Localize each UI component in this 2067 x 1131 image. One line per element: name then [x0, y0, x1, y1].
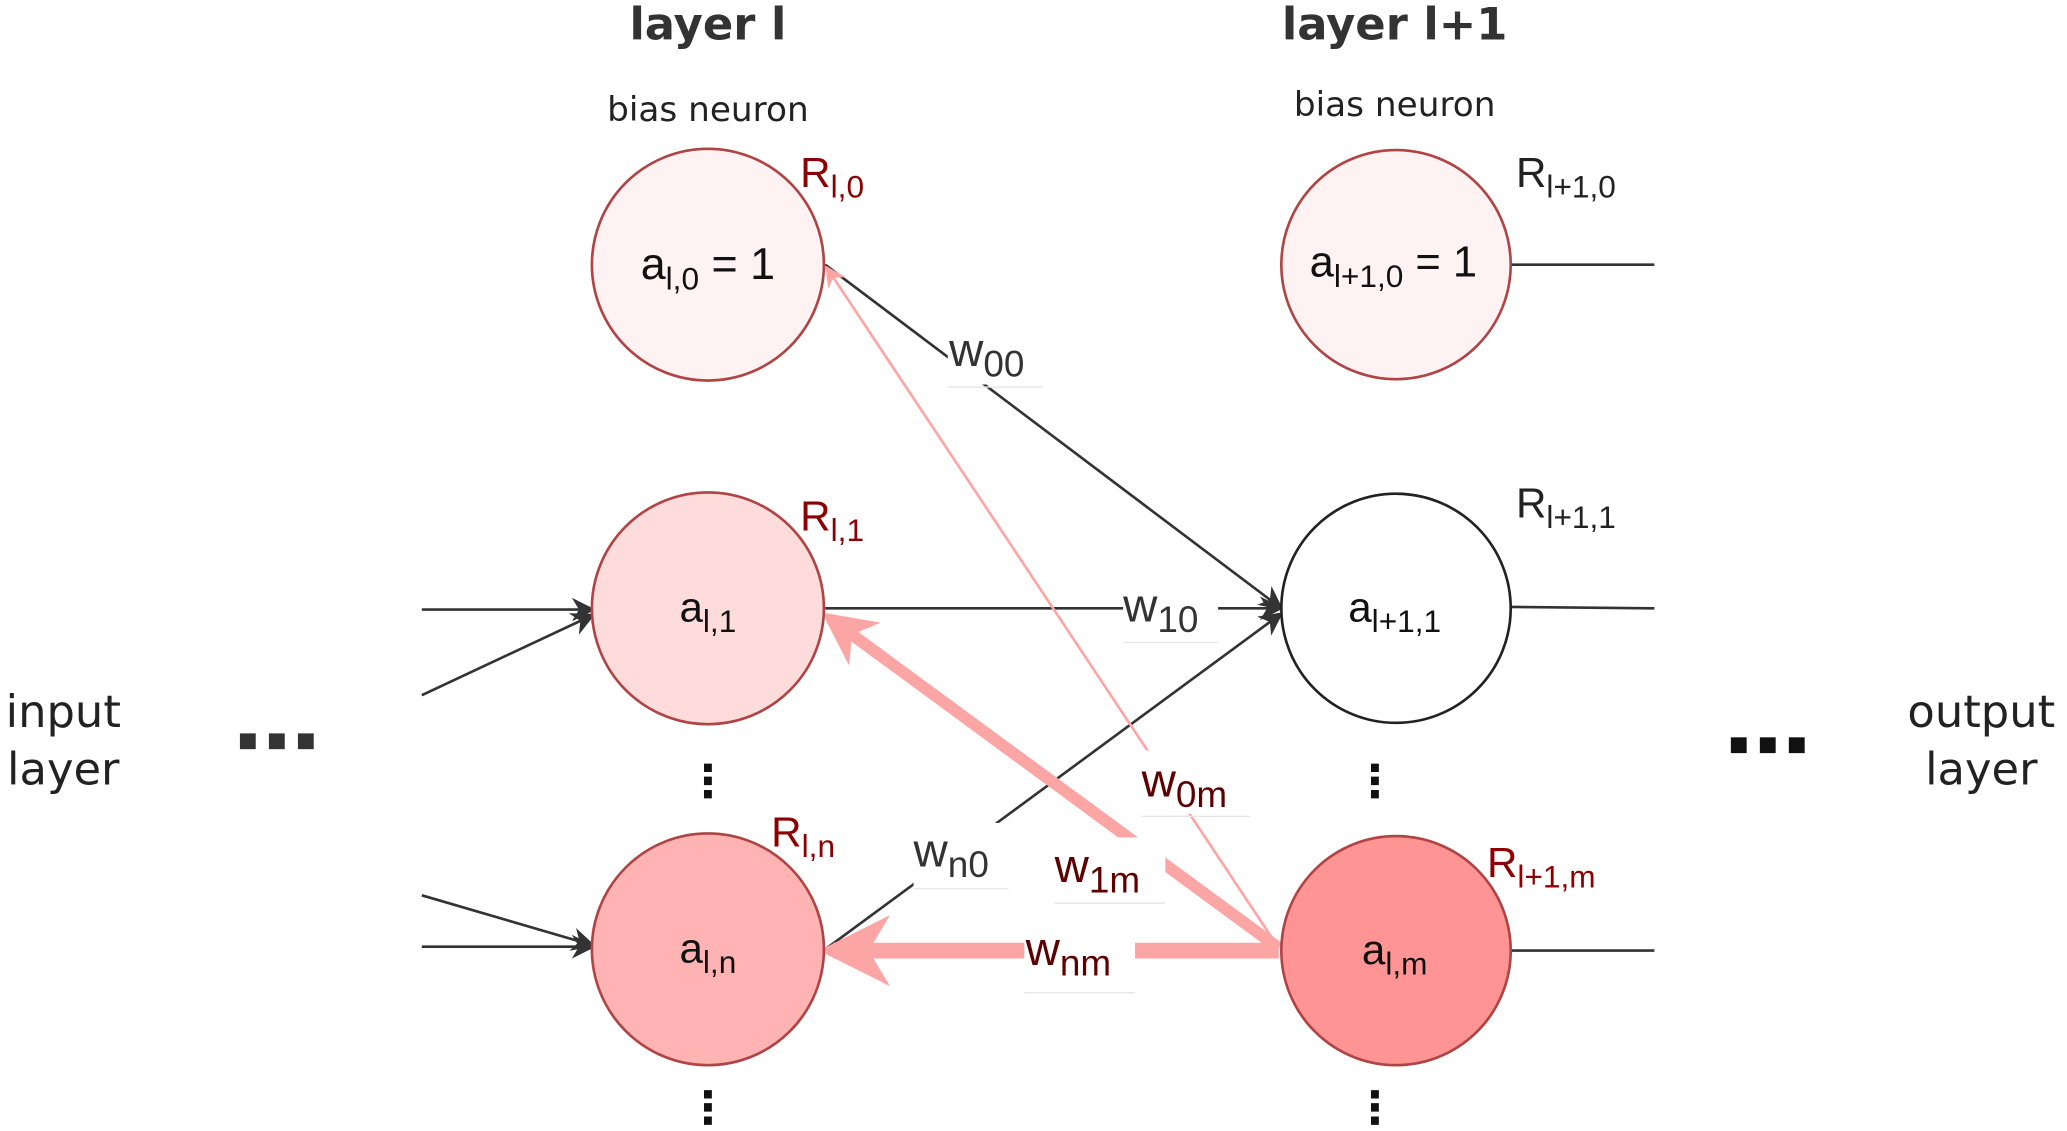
input-layer-label-1: input — [6, 685, 121, 738]
edge-w00 — [824, 263, 1284, 610]
output-layer-label-1: output — [1907, 685, 2055, 738]
input-edge — [421, 613, 596, 697]
neuron-ln: al,n — [590, 832, 826, 1067]
vdots-icon: ⋮ — [1353, 755, 1398, 808]
svg-text:al+1,0 = 1: al+1,0 = 1 — [1310, 239, 1477, 295]
relevance-edge-w1m — [821, 612, 1283, 953]
weight-label-wn0: wn0 — [913, 822, 1009, 890]
layer-l-title: layer l — [629, 0, 786, 50]
svg-text:wnm: wnm — [1025, 923, 1112, 984]
svg-text:al,m: al,m — [1362, 926, 1428, 982]
relevance-label-l1: Rl,1 — [800, 493, 864, 549]
layer-l1-title: layer l+1 — [1282, 0, 1508, 50]
neuron-l1: al,1 — [590, 491, 826, 726]
relevance-label-l1-0: Rl+1,0 — [1516, 149, 1616, 205]
output-edge — [1510, 605, 1655, 610]
neuron-l1-0: al+1,0 = 1 — [1280, 148, 1513, 381]
vdots-icon: ⋮ — [1353, 1081, 1398, 1131]
weight-label-w10: w10 — [1122, 579, 1219, 644]
svg-text:w10: w10 — [1122, 579, 1198, 640]
weight-label-w1m: w1m — [1054, 837, 1166, 904]
relevance-label-ln: Rl,n — [771, 809, 835, 865]
weight-label-wnm: wnm — [1024, 921, 1136, 994]
weight-label-w00: w00 — [947, 324, 1043, 388]
relevance-label-l1-m: Rl+1,m — [1487, 839, 1596, 895]
svg-text:al,1: al,1 — [679, 583, 736, 639]
svg-text:al,0 = 1: al,0 = 1 — [641, 239, 775, 297]
vdots-icon: ⋮ — [685, 755, 730, 808]
neuron-l0: al,0 = 1 — [590, 147, 826, 382]
neuron-l1-1: al+1,1 — [1280, 492, 1513, 725]
input-edge — [421, 894, 596, 951]
svg-text:w00: w00 — [948, 324, 1024, 385]
svg-text:w0m: w0m — [1141, 755, 1228, 816]
bias-label-l: bias neuron — [607, 90, 809, 130]
input-layer-label-2: layer — [7, 743, 120, 796]
relevance-label-l0: Rl,0 — [800, 149, 864, 205]
left-ellipsis-icon — [239, 733, 314, 750]
svg-text:al,n: al,n — [679, 924, 736, 980]
svg-text:wn0: wn0 — [913, 824, 989, 885]
svg-text:w1m: w1m — [1054, 840, 1141, 901]
right-ellipsis-icon — [1730, 737, 1805, 754]
relevance-edge-w0m — [825, 265, 1280, 949]
relevance-label-l1-1: Rl+1,1 — [1516, 479, 1616, 535]
svg-text:al+1,1: al+1,1 — [1348, 583, 1441, 639]
output-layer-label-2: layer — [1925, 743, 2038, 796]
neuron-l1-m: al,m — [1280, 834, 1513, 1067]
bias-label-l1: bias neuron — [1294, 85, 1496, 125]
weight-label-w0m: w0m — [1141, 750, 1250, 817]
vdots-icon: ⋮ — [685, 1081, 730, 1131]
